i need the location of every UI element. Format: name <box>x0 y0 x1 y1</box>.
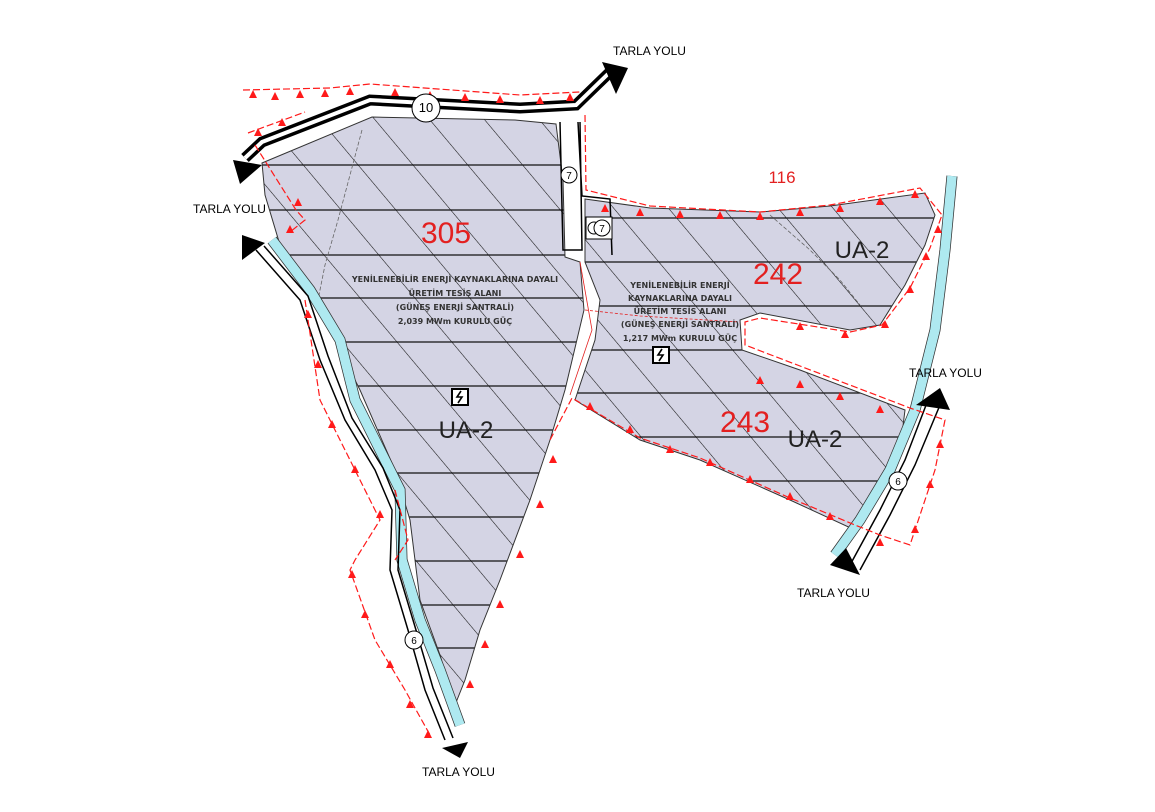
substation-icon <box>451 388 469 406</box>
arrow-head-icon <box>242 235 265 260</box>
arrow-head-icon <box>602 62 628 94</box>
arrow-head-icon <box>830 548 860 575</box>
road-width-junction: 7 <box>599 224 605 235</box>
zone-label-west: UA-2 <box>439 417 494 444</box>
facility-east-line5: 1,217 MWm KURULU GÜÇ <box>623 333 737 343</box>
road-top-inner <box>243 70 612 160</box>
power-line <box>317 129 363 301</box>
parcel-divider-305-242 <box>569 261 593 396</box>
road-width-vertical: 7 <box>566 171 572 182</box>
parcel-divider-242-243 <box>584 309 741 323</box>
zone-label-east-lower: UA-2 <box>788 426 843 453</box>
facility-west-line3: (GÜNEŞ ENERJİ SANTRALİ) <box>396 302 514 312</box>
road-width-bottom: 6 <box>411 636 417 647</box>
boundary-west <box>242 83 581 736</box>
road-width-marker: 10 <box>411 93 441 123</box>
road-width-top: 10 <box>419 100 433 115</box>
facility-west-line1: YENİLENEBİLİR ENERJİ KAYNAKLARINA DAYALI <box>351 274 558 284</box>
parcel-number-242: 242 <box>753 258 803 291</box>
road-label-top-right: TARLA YOLU <box>613 44 686 58</box>
facility-east-line3: ÜRETİM TESİS ALANI <box>634 306 727 316</box>
stream-east-fill <box>831 175 957 558</box>
parcel-number-305: 305 <box>421 217 471 250</box>
road-label-left: TARLA YOLU <box>193 202 266 216</box>
power-line-east <box>769 214 861 306</box>
road-width-marker: 7 <box>593 219 611 237</box>
road-width-marker: 7 <box>560 166 578 184</box>
road-width-right: 6 <box>895 477 901 488</box>
facility-west-line4: 2,039 MWm KURULU GÜÇ <box>398 316 512 326</box>
facility-west-line2: ÜRETİM TESİS ALANI <box>409 288 502 298</box>
facility-east-line2: KAYNAKLARINA DAYALI <box>628 294 732 303</box>
road-bottom-left-2 <box>263 245 454 739</box>
road-label-bottom-right: TARLA YOLU <box>797 586 870 600</box>
facility-label-west: YENİLENEBİLİR ENERJİ KAYNAKLARINA DAYALI… <box>351 274 558 326</box>
parcel-number-243: 243 <box>720 406 770 439</box>
road-label-right: TARLA YOLU <box>909 366 982 380</box>
road-label-bottom: TARLA YOLU <box>422 765 495 779</box>
road-width-marker: 6 <box>888 471 908 491</box>
boundary-east <box>549 114 946 546</box>
road-right-2 <box>859 404 941 571</box>
arrow-head-icon <box>233 160 262 184</box>
stream-west-fill <box>268 237 465 727</box>
substation-icon <box>652 346 670 364</box>
facility-east-line4: (GÜNEŞ ENERJİ SANTRALİ) <box>621 319 739 329</box>
facility-label-east: YENİLENEBİLİR ENERJİ KAYNAKLARINA DAYALI… <box>621 280 739 343</box>
zone-label-east-upper: UA-2 <box>835 237 890 264</box>
arrow-head-icon <box>442 742 468 758</box>
hatch-east <box>575 193 935 530</box>
facility-east-line1: YENİLENEBİLİR ENERJİ <box>629 280 730 290</box>
arrow-head-icon <box>916 388 950 410</box>
parcel-number-116: 116 <box>768 168 795 187</box>
road-width-marker: 6 <box>404 630 424 650</box>
